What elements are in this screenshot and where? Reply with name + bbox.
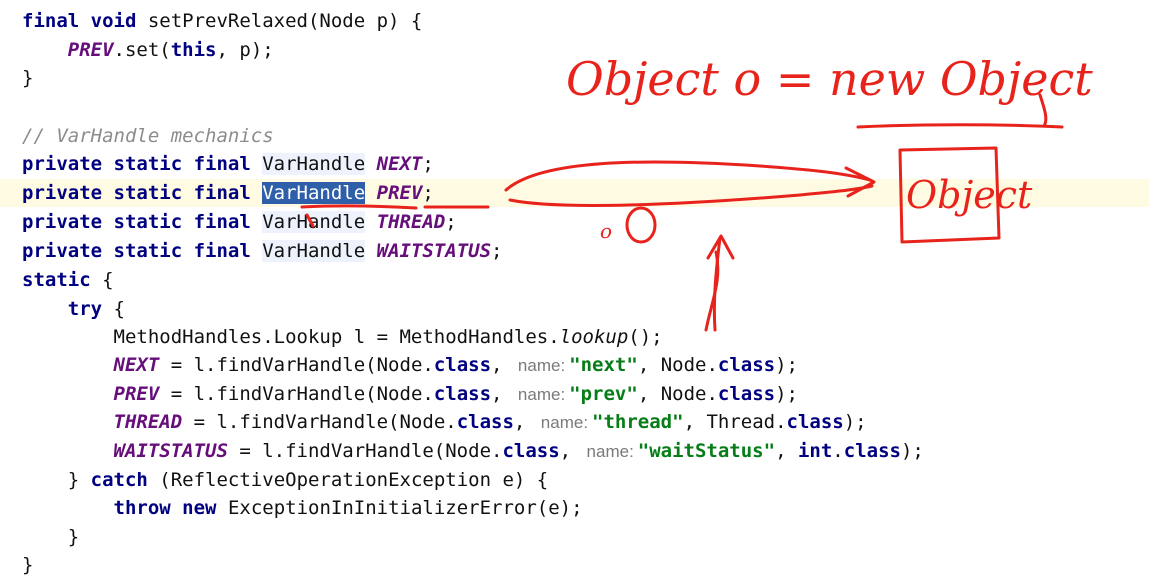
keyword: private static final (22, 182, 251, 204)
code-text: ExceptionInInitializerError(e); (216, 497, 583, 519)
keyword: private static final (22, 211, 251, 233)
brace: } (22, 554, 34, 576)
code-text: . (832, 440, 844, 462)
code-text: .set( (113, 39, 171, 61)
code-line: MethodHandles.Lookup l = MethodHandles.l… (22, 323, 663, 351)
code-text: ; (491, 240, 503, 262)
code-line: throw new ExceptionInInitializerError(e)… (22, 494, 583, 522)
field-decl: WAITSTATUS (376, 240, 492, 262)
field-ref: NEXT (113, 354, 160, 376)
string-literal: "next" (569, 354, 638, 376)
code-text: = l.findVarHandle(Node. (159, 354, 434, 376)
code-text: ); (775, 354, 798, 376)
keyword: throw (113, 497, 171, 519)
keyword: class (433, 354, 492, 376)
keyword: this (170, 39, 217, 61)
code-text: { (90, 269, 114, 291)
code-text: MethodHandles.Lookup l = MethodHandles. (113, 326, 560, 348)
code-text: ; (422, 182, 434, 204)
keyword: class (456, 411, 514, 433)
keyword: class (717, 354, 776, 376)
code-line: private static final VarHandle THREAD; (22, 208, 457, 236)
code-text: , Node. (637, 354, 718, 376)
code-line-current: private static final VarHandle PREV; (0, 179, 1149, 207)
brace: } (22, 67, 34, 89)
method-call: lookup (559, 326, 629, 348)
code-text: ); (775, 383, 798, 405)
code-line: try { (22, 295, 125, 323)
string-literal: "prev" (569, 383, 638, 405)
code-text: { (102, 298, 125, 320)
code-line: } catch (ReflectiveOperationException e)… (22, 466, 548, 494)
field-decl: THREAD (376, 211, 446, 233)
code-text: = l.findVarHandle(Node. (182, 411, 457, 433)
code-line: private static final VarHandle WAITSTATU… (22, 237, 502, 265)
code-line: } (22, 551, 33, 579)
field-ref: PREV (67, 39, 114, 61)
keyword: final void (22, 10, 137, 32)
keyword: private static final (22, 153, 251, 175)
code-text: (); (628, 326, 663, 348)
code-line: } (22, 64, 33, 92)
field-decl: PREV (376, 182, 423, 204)
field-decl: NEXT (376, 153, 423, 175)
code-text: ); (900, 440, 924, 462)
code-line: private static final VarHandle NEXT; (22, 150, 434, 178)
code-line: WAITSTATUS = l.findVarHandle(Node.class,… (113, 440, 924, 462)
code-line: NEXT = l.findVarHandle(Node.class, name:… (113, 354, 798, 376)
code-text: , Thread. (683, 411, 787, 433)
parameter-hint: name: (586, 442, 634, 461)
code-line: THREAD = l.findVarHandle(Node.class, nam… (113, 411, 867, 433)
keyword: class (433, 383, 492, 405)
code-text: , Node. (637, 383, 718, 405)
code-line: PREV = l.findVarHandle(Node.class, name:… (113, 383, 798, 405)
parameter-hint: name: (517, 356, 566, 375)
brace: } (67, 526, 80, 548)
code-line: } (22, 523, 79, 551)
string-literal: "thread" (592, 411, 684, 433)
keyword: int (797, 440, 833, 462)
keyword: new (182, 497, 217, 519)
code-text: setPrevRelaxed(Node p) { (136, 10, 423, 32)
code-line: PREV.set(this, p); (22, 36, 274, 64)
keyword: catch (90, 469, 148, 491)
selected-type-name[interactable]: VarHandle (262, 182, 366, 204)
type-name: VarHandle (262, 240, 366, 262)
type-name: VarHandle (262, 153, 366, 175)
field-ref: THREAD (113, 411, 183, 433)
code-text: ; (422, 153, 434, 175)
code-text: (ReflectiveOperationException e) { (147, 469, 549, 491)
code-text: ); (843, 411, 867, 433)
field-ref: PREV (113, 383, 160, 405)
code-line: // VarHandle mechanics (22, 122, 274, 150)
code-text: } (67, 469, 91, 491)
keyword: static (22, 269, 91, 291)
field-ref: WAITSTATUS (113, 440, 228, 462)
code-text: = l.findVarHandle(Node. (159, 383, 434, 405)
parameter-hint: name: (540, 413, 589, 432)
code-text: , p); (216, 39, 274, 61)
keyword: class (717, 383, 776, 405)
code-text: ; (445, 211, 457, 233)
keyword: class (502, 440, 560, 462)
type-name: VarHandle (262, 211, 366, 233)
comment: // VarHandle mechanics (22, 125, 274, 147)
keyword: try (67, 298, 103, 320)
parameter-hint: name: (517, 385, 566, 404)
keyword: class (786, 411, 844, 433)
keyword: private static final (22, 240, 251, 262)
keyword: class (843, 440, 901, 462)
code-line: final void setPrevRelaxed(Node p) { (22, 7, 422, 35)
code-text: , (775, 440, 798, 462)
string-literal: "waitStatus" (637, 440, 776, 462)
code-line: static { (22, 266, 114, 294)
code-text: = l.findVarHandle(Node. (227, 440, 503, 462)
